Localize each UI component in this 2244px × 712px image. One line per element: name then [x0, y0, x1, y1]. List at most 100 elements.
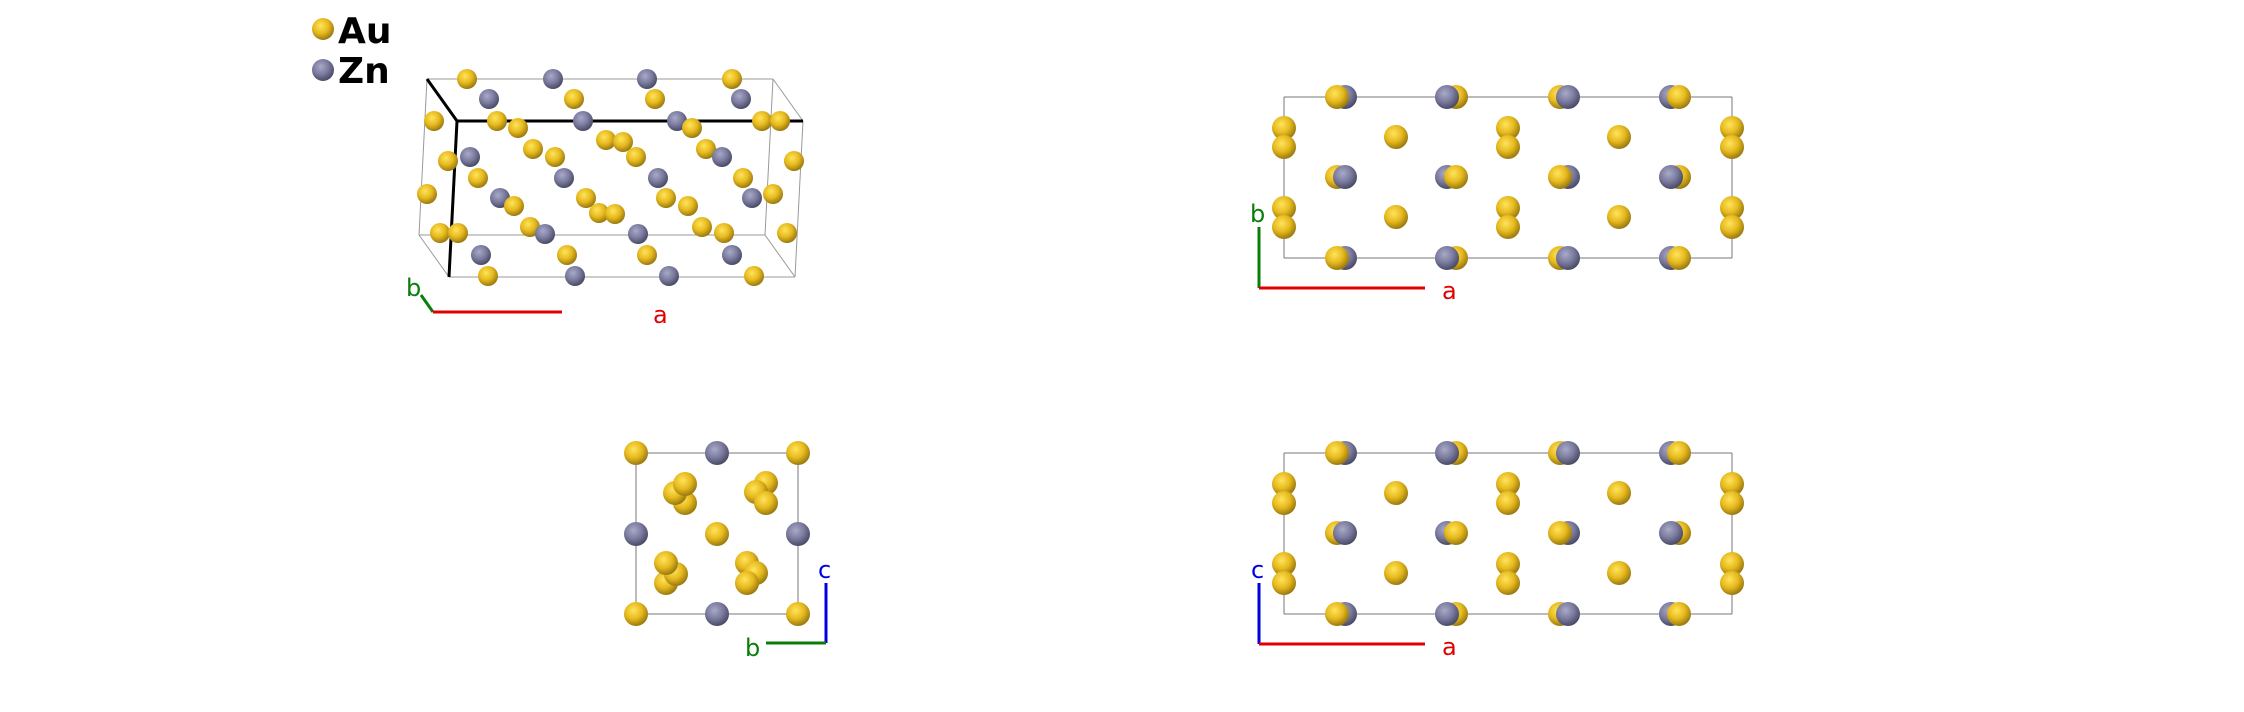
zn-atom [471, 245, 491, 265]
au-atom [1384, 125, 1408, 149]
au-atom [752, 111, 772, 131]
au-atom [1720, 552, 1744, 576]
zn-atom [1435, 246, 1459, 270]
b-axis-label: b [406, 274, 421, 302]
zn-atom [624, 522, 648, 546]
au-atom [1667, 441, 1691, 465]
au-atom [624, 602, 648, 626]
au-atom [1607, 205, 1631, 229]
zn-atom [742, 188, 762, 208]
au-atom [1272, 215, 1296, 239]
au-atom [682, 118, 702, 138]
zn-atom [1659, 521, 1683, 545]
zn-atom [543, 69, 563, 89]
au-atom [1444, 521, 1468, 545]
zn-atom [786, 522, 810, 546]
zn-atom [628, 224, 648, 244]
au-atom [1496, 491, 1520, 515]
legend: Au Zn [312, 11, 392, 92]
unit-cell-edge [764, 78, 774, 236]
au-atom [504, 196, 524, 216]
au-atom [545, 147, 565, 167]
au-atom [508, 118, 528, 138]
zn-atom [1556, 246, 1580, 270]
au-atom [786, 441, 810, 465]
au-atom [645, 89, 665, 109]
zn-legend-swatch [312, 59, 334, 81]
b-axis-label: b [1250, 200, 1265, 228]
au-atom [1272, 491, 1296, 515]
au-atom [468, 168, 488, 188]
au-atom [692, 217, 712, 237]
au-atom [770, 111, 790, 131]
unit-cell-edge-bold [447, 120, 459, 278]
zn-atom [554, 168, 574, 188]
b-axis-label: b [745, 634, 760, 662]
au-atom [1496, 116, 1520, 140]
au-atom [1272, 116, 1296, 140]
zn-atom [565, 266, 585, 286]
au-atom [656, 188, 676, 208]
au-atom [678, 196, 698, 216]
au-atom [478, 266, 498, 286]
zn-atom [1556, 602, 1580, 626]
au-atom [1720, 215, 1744, 239]
unit-cell-edge [418, 78, 428, 236]
a-axis-label: a [1442, 633, 1457, 661]
au-atom [1720, 491, 1744, 515]
au-atom [1720, 135, 1744, 159]
au-atom [654, 551, 678, 575]
zn-atom [1659, 165, 1683, 189]
c-axis-label: c [1251, 556, 1264, 584]
au-atom [763, 184, 783, 204]
au-atom [1496, 196, 1520, 220]
zn-atom [1556, 441, 1580, 465]
zn-atom [1435, 441, 1459, 465]
au-atom [1272, 472, 1296, 496]
au-atom [1272, 135, 1296, 159]
unit-cell-edge [794, 120, 804, 278]
au-atom [733, 168, 753, 188]
au-atom [1325, 246, 1349, 270]
unit-cell-edge [418, 234, 450, 278]
zn-atom [722, 245, 742, 265]
au-atom [557, 245, 577, 265]
au-atom [1667, 85, 1691, 109]
au-atom [673, 472, 697, 496]
zn-atom [479, 89, 499, 109]
au-atom [786, 602, 810, 626]
au-atom [735, 571, 759, 595]
au-atom [1720, 116, 1744, 140]
au-atom [576, 188, 596, 208]
zn-atom [667, 111, 687, 131]
au-atom [417, 184, 437, 204]
zn-atom [460, 147, 480, 167]
au-atom [430, 223, 450, 243]
au-atom [1325, 602, 1349, 626]
legend-label-au: Au [338, 11, 392, 52]
au-atom [1496, 552, 1520, 576]
au-atom [487, 111, 507, 131]
c-axis-label: c [818, 556, 831, 584]
au-atom [1607, 125, 1631, 149]
au-atom [564, 89, 584, 109]
unit-cell-edge-bold [425, 78, 459, 122]
zn-atom [705, 441, 729, 465]
au-atom [1272, 552, 1296, 576]
au-legend-swatch [312, 18, 334, 40]
au-atom [1384, 481, 1408, 505]
zn-atom [1333, 165, 1357, 189]
au-atom [777, 223, 797, 243]
au-atom [1325, 441, 1349, 465]
au-atom [714, 223, 734, 243]
unit-cell-edge [764, 234, 796, 278]
zn-atom [1556, 85, 1580, 109]
au-atom [613, 132, 633, 152]
au-atom [1548, 521, 1572, 545]
zn-atom [705, 602, 729, 626]
au-atom [1607, 481, 1631, 505]
a-axis-label: a [653, 301, 668, 329]
zn-atom [659, 266, 679, 286]
au-atom [520, 217, 540, 237]
au-atom [448, 223, 468, 243]
